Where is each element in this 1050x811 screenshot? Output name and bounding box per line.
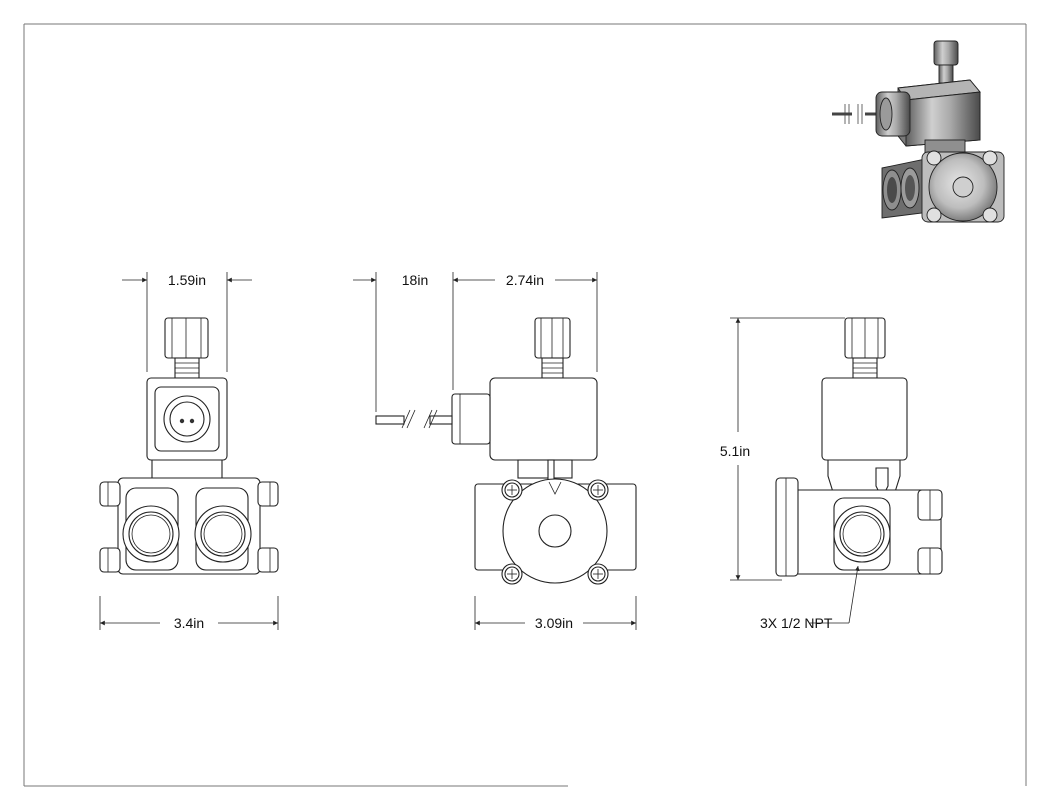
dimension-label-height: 5.1in bbox=[720, 443, 750, 459]
dimension-top-front: 1.59in bbox=[122, 272, 252, 372]
isometric-view bbox=[832, 40, 1005, 223]
dimension-label-width-top-front: 1.59in bbox=[168, 272, 206, 288]
valve-body bbox=[99, 477, 279, 575]
dimension-label-width-top-side: 2.74in bbox=[506, 272, 544, 288]
side-view bbox=[375, 317, 637, 585]
front-view bbox=[99, 317, 279, 575]
dimension-height: 5.1in bbox=[720, 317, 845, 581]
lead-wire bbox=[375, 409, 453, 429]
screw-top-left bbox=[501, 479, 523, 501]
dimension-label-wire-length: 18in bbox=[402, 272, 428, 288]
screw-bottom-right bbox=[587, 563, 609, 585]
ports-callout: 3X 1/2 NPT bbox=[760, 565, 860, 631]
dimension-bottom-side: 3.09in bbox=[474, 596, 637, 631]
dimension-top-side: 2.74in bbox=[452, 272, 598, 390]
dimension-wire-length: 18in bbox=[353, 272, 428, 412]
rear-view bbox=[775, 317, 943, 577]
dimension-label-width-bottom-side: 3.09in bbox=[535, 615, 573, 631]
dimension-bottom-front: 3.4in bbox=[99, 596, 279, 631]
callout-label-ports: 3X 1/2 NPT bbox=[760, 615, 833, 631]
sheet-border bbox=[23, 23, 1027, 787]
screw-top-right bbox=[587, 479, 609, 501]
coil bbox=[146, 377, 228, 461]
fitting bbox=[164, 317, 209, 379]
dimension-label-width-bottom-front: 3.4in bbox=[174, 615, 204, 631]
screw-bottom-left bbox=[501, 563, 523, 585]
